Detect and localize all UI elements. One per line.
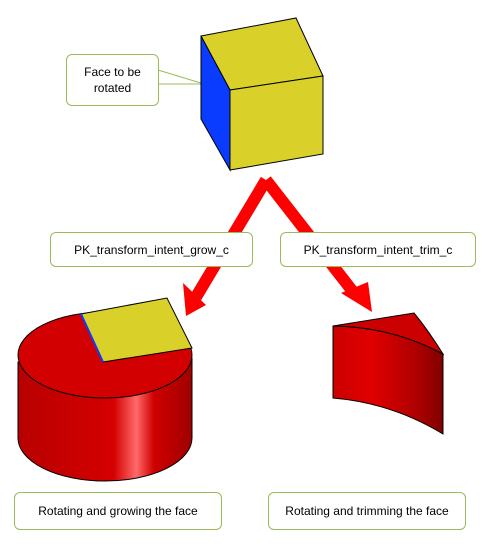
callout-trim-result: Rotating and trimming the face — [268, 492, 466, 530]
callout-grow-intent-text: PK_transform_intent_grow_c — [74, 242, 229, 257]
cube-front-face — [229, 75, 324, 171]
callout-pointer — [157, 69, 205, 85]
grow-arrowhead — [183, 283, 206, 316]
source-cube — [200, 17, 324, 172]
callout-grow-result: Rotating and growing the face — [14, 492, 222, 530]
callout-trim-intent-text: PK_transform_intent_trim_c — [303, 242, 453, 257]
rotated-face-blue — [200, 35, 231, 172]
trimmed-side — [332, 325, 444, 435]
grown-blue-edge — [80, 313, 104, 363]
trimmed-solid — [332, 312, 445, 435]
grown-solid — [17, 297, 193, 482]
callout-grow-intent: PK_transform_intent_grow_c — [50, 232, 253, 267]
callout-grow-result-text: Rotating and growing the face — [38, 504, 198, 518]
callout-face-to-rotate: Face to be rotated — [66, 54, 159, 106]
callout-trim-result-text: Rotating and trimming the face — [285, 504, 449, 518]
callout-face-to-rotate-text: Face to be rotated — [84, 65, 141, 95]
callout-trim-intent: PK_transform_intent_trim_c — [280, 232, 476, 267]
trim-arrowhead — [341, 282, 372, 312]
